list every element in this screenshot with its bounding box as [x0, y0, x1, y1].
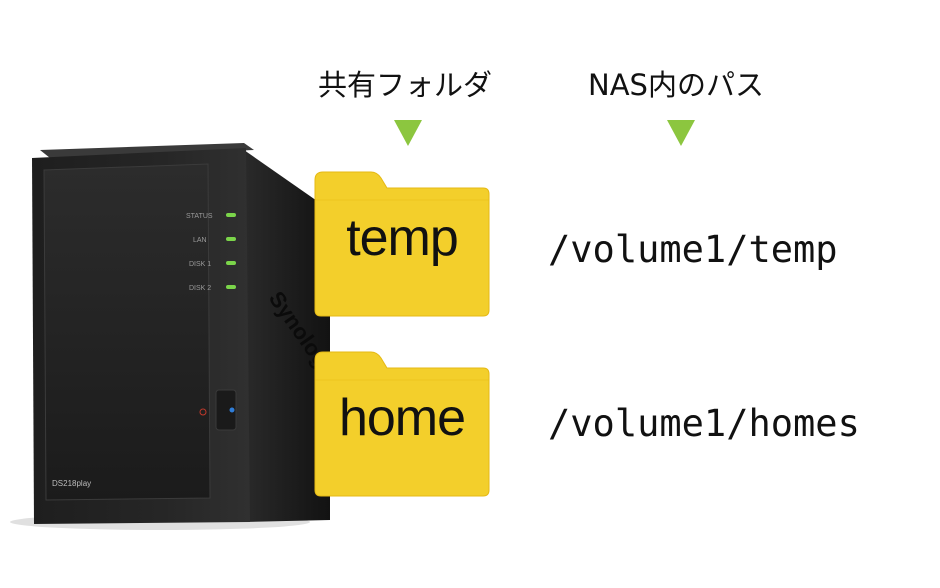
status-leds: STATUS LAN DISK 1 DISK 2	[186, 213, 236, 292]
led-disk1-icon	[226, 261, 236, 265]
folder-temp: temp	[313, 170, 491, 320]
device-top-edge	[40, 143, 254, 158]
path-homes: /volume1/homes	[548, 402, 860, 445]
header-nas-path: NAS内のパス	[588, 68, 764, 102]
power-button	[215, 389, 237, 431]
path-temp: /volume1/temp	[548, 228, 838, 271]
led-label-lan: LAN	[193, 237, 207, 244]
led-label-disk1: DISK 1	[189, 261, 211, 268]
device-side-panel	[244, 150, 330, 522]
folder-icon	[314, 351, 490, 497]
model-label: DS218play	[52, 479, 91, 488]
power-indicator-icon	[199, 408, 207, 416]
arrow-down-icon	[667, 120, 695, 146]
folder-home: home	[313, 350, 491, 500]
power-led-icon	[229, 407, 235, 413]
led-disk2-icon	[226, 285, 236, 289]
led-label-disk2: DISK 2	[189, 285, 211, 292]
led-label-status: STATUS	[186, 213, 213, 220]
arrow-down-icon	[394, 120, 422, 146]
folder-icon	[314, 171, 490, 317]
led-lan-icon	[226, 237, 236, 241]
header-shared-folder: 共有フォルダ	[318, 68, 493, 102]
folder-label-temp: temp	[346, 209, 459, 267]
device-drive-door	[43, 163, 211, 501]
led-status-icon	[226, 213, 236, 217]
folder-label-home: home	[338, 389, 466, 447]
